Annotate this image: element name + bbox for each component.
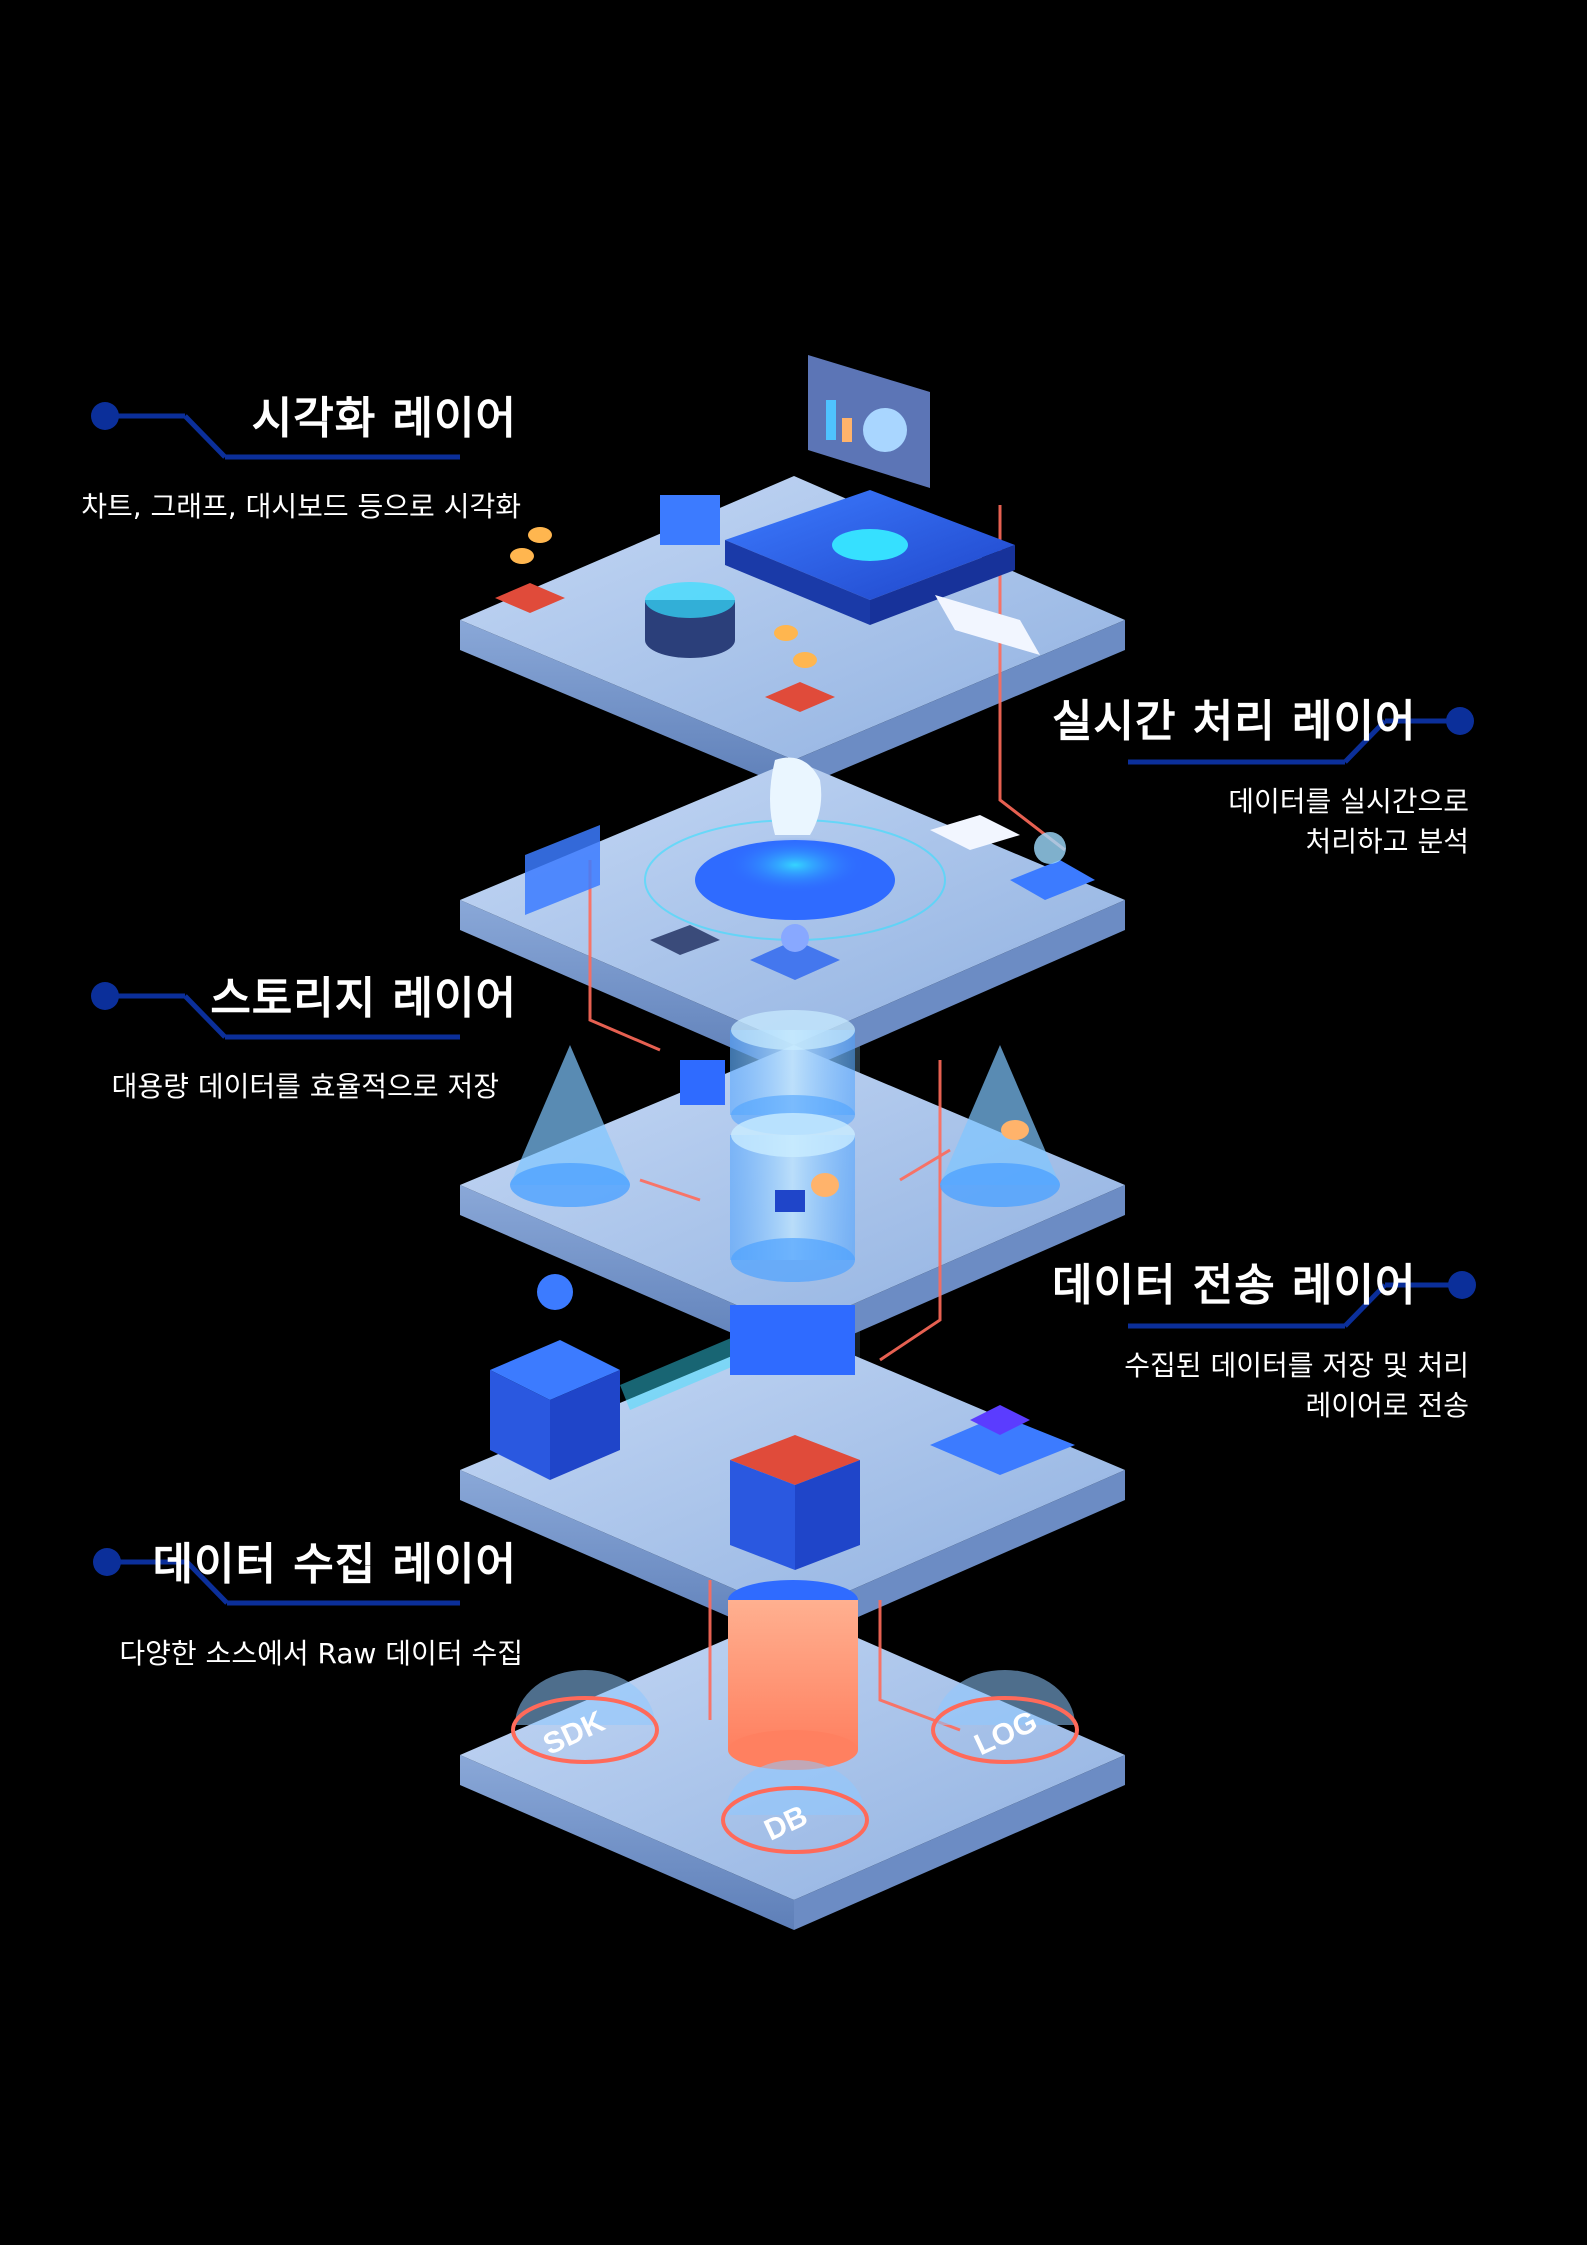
processor-box-left: [490, 1274, 620, 1480]
layer-desc-realtime-line2: 처리하고 분석: [1305, 825, 1469, 858]
dome-sdk: [511, 1670, 659, 1764]
usb-device: [930, 815, 1020, 850]
power-node: [1010, 832, 1095, 900]
data-flow-lines: [588, 505, 1066, 1732]
pipe-tube: [620, 1330, 760, 1410]
cube-stack: [645, 495, 735, 658]
layer-desc-visualization: 차트, 그래프, 대시보드 등으로 시각화: [81, 490, 521, 523]
data-cube-character: [680, 1060, 725, 1105]
storage-cylinder-main: [730, 1113, 855, 1282]
cone-right: [940, 1045, 1060, 1207]
dashboard-monitor: [808, 355, 930, 488]
connector-dot-storage: [91, 982, 119, 1010]
layer-title-transport: 데이터 전송 레이어: [1052, 1260, 1417, 1311]
collection-tank: [728, 1580, 858, 1770]
cloud-node: [750, 924, 840, 980]
server-box: [725, 490, 1015, 625]
network-switch: [650, 925, 720, 955]
layer-title-visualization: 시각화 레이어: [251, 393, 517, 444]
layer-title-collection: 데이터 수집 레이어: [152, 1539, 517, 1590]
connector-dot-collection: [93, 1548, 121, 1576]
connector-block: [730, 1305, 855, 1375]
flowchart-panel: [525, 825, 600, 915]
layer-title-realtime: 실시간 처리 레이어: [1052, 696, 1417, 747]
layer-desc-transport-line1: 수집된 데이터를 저장 및 처리: [1124, 1349, 1469, 1382]
layer-desc-storage: 대용량 데이터를 효율적으로 저장: [111, 1070, 499, 1103]
ai-head-hologram: [644, 757, 946, 941]
connector-dot-realtime: [1446, 707, 1474, 735]
connector-dot-transport: [1448, 1271, 1476, 1299]
connector-dot-visualization: [91, 402, 119, 430]
coin-tray-left: [495, 527, 565, 613]
processor-box-center: [730, 1435, 860, 1570]
dome-db: [721, 1760, 869, 1854]
layer-title-storage: 스토리지 레이어: [210, 973, 517, 1024]
layer-desc-transport-line2: 레이어로 전송: [1305, 1389, 1469, 1422]
layer-desc-realtime-line1: 데이터를 실시간으로: [1228, 785, 1469, 818]
platform-visualization: [460, 476, 1125, 790]
layer-desc-collection: 다양한 소스에서 Raw 데이터 수집: [119, 1637, 523, 1670]
coin-tray-center: [765, 625, 835, 712]
report-paper: [935, 595, 1040, 655]
pyramid-device: [930, 1405, 1075, 1475]
cone-left: [510, 1045, 630, 1207]
dome-log: [931, 1670, 1079, 1764]
